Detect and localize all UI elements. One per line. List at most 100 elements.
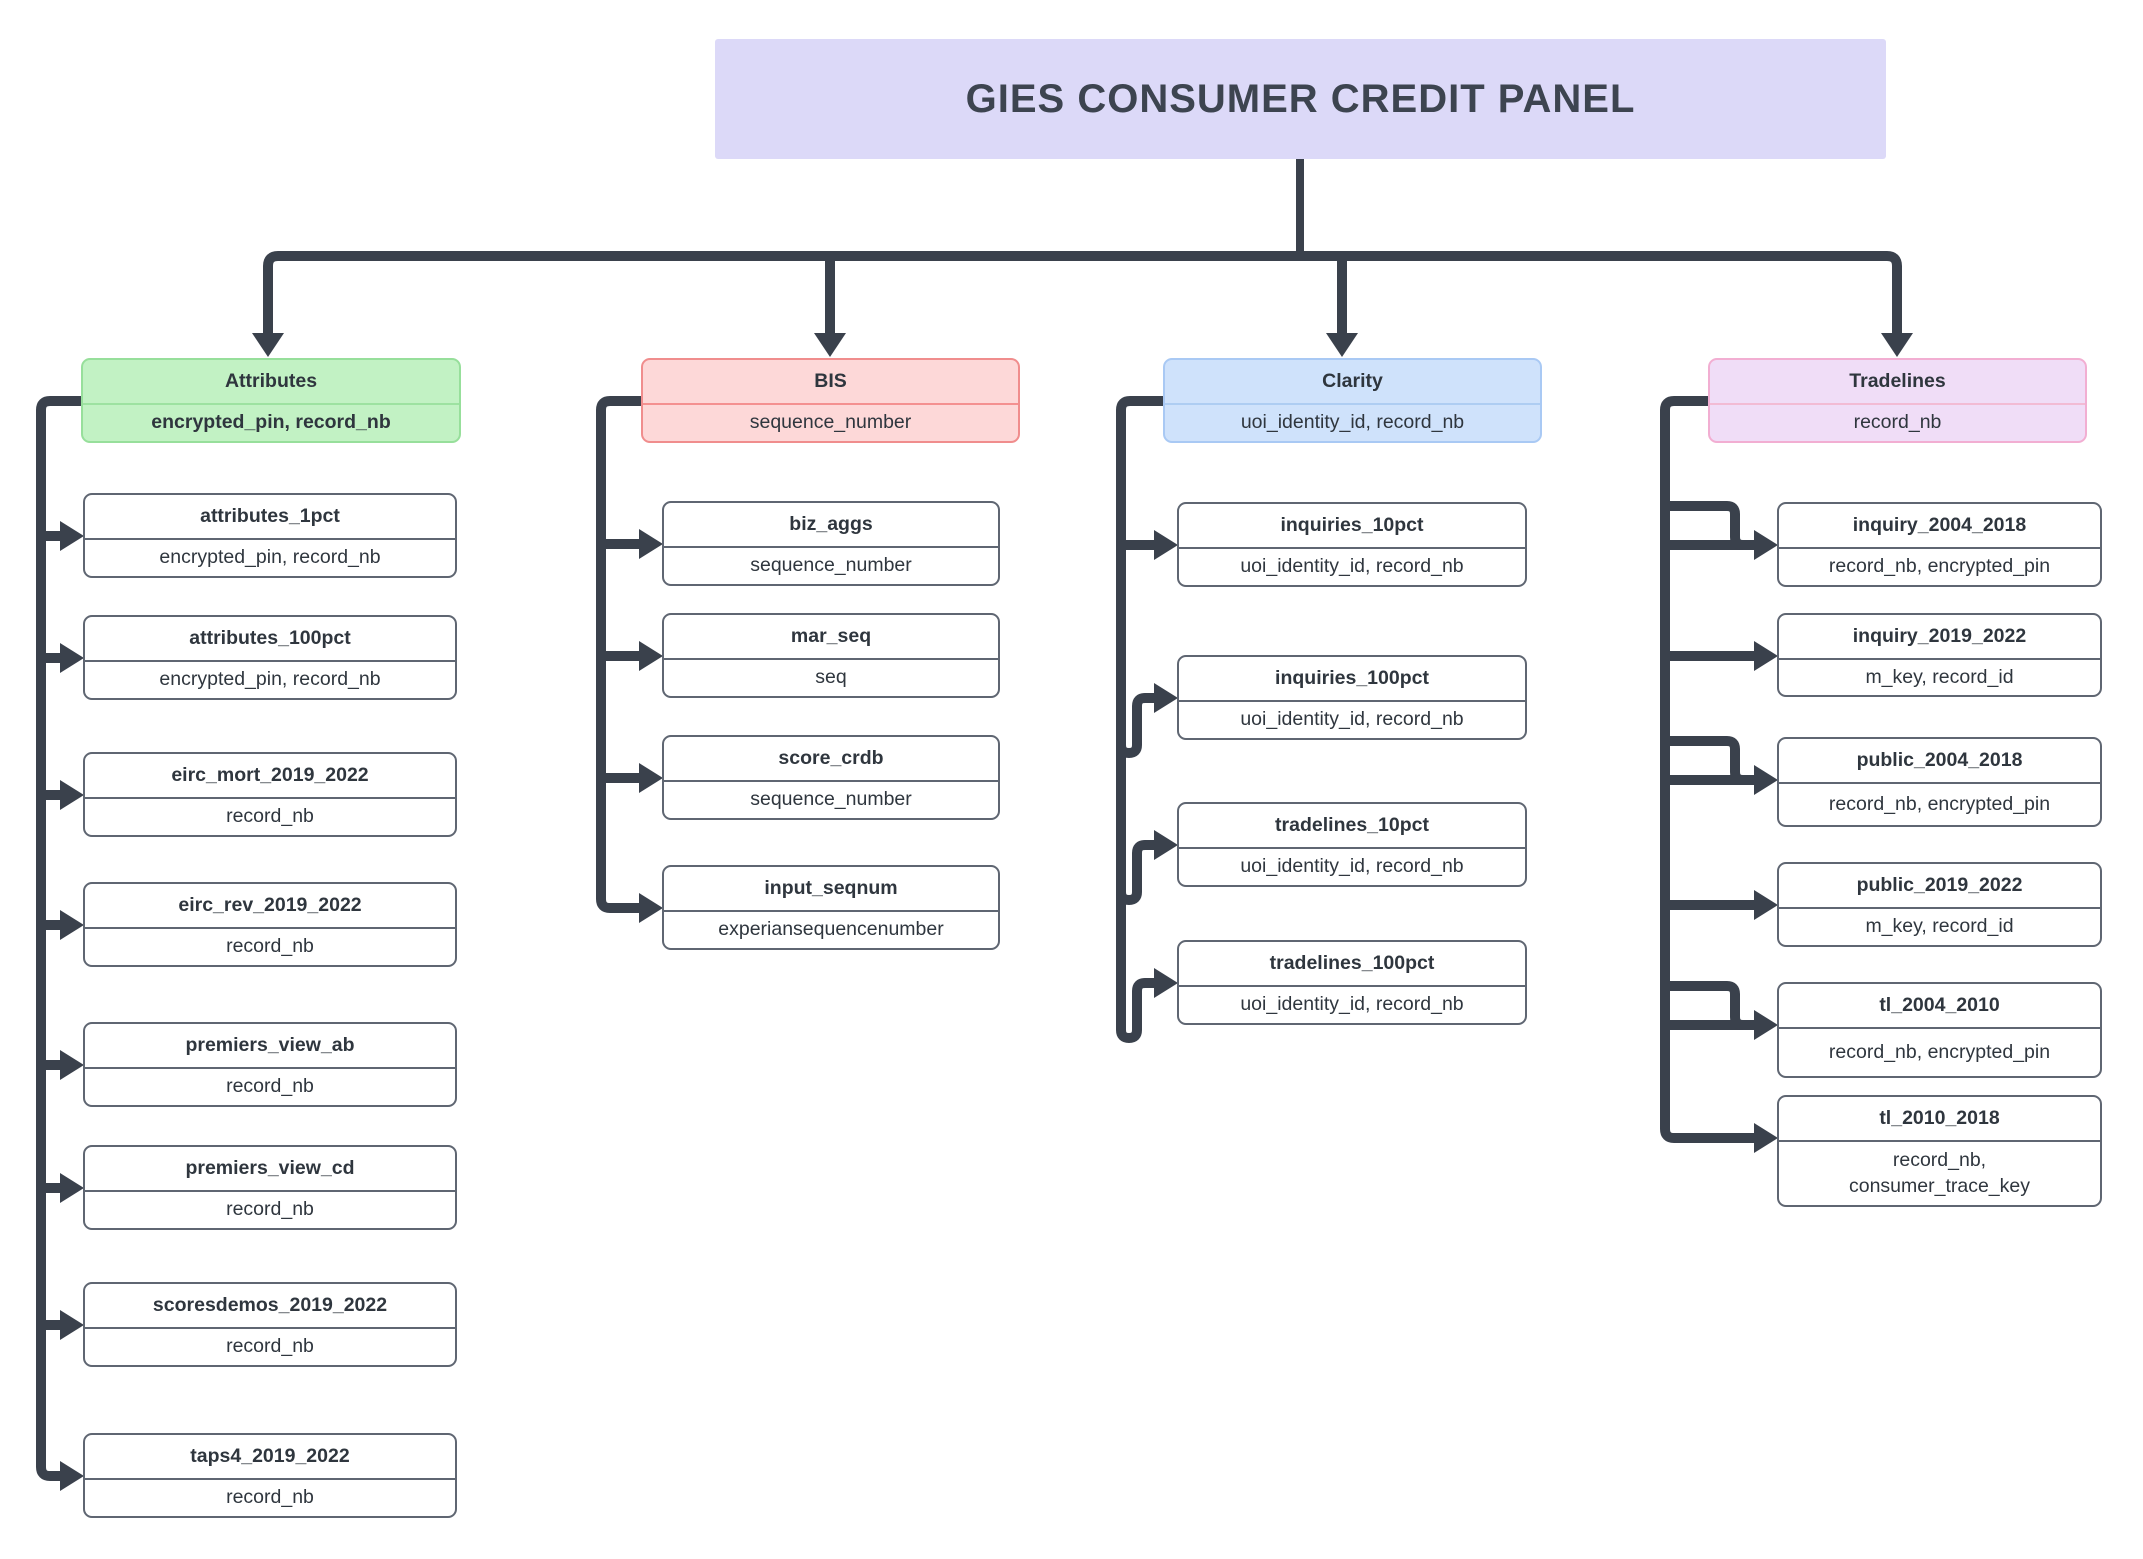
node-title: mar_seq: [790, 625, 872, 647]
node-keys: record_nb, consumer_trace_key: [1779, 1140, 2100, 1205]
node-title: inquiries_100pct: [1275, 667, 1429, 689]
node-keys-text: m_key, record_id: [1865, 915, 2014, 938]
node-title: biz_aggs: [789, 513, 873, 535]
node-biz-aggs: biz_aggs sequence_number: [662, 501, 1000, 586]
node-inquiries-10pct: inquiries_10pct uoi_identity_id, record_n…: [1177, 502, 1527, 587]
node-premiers-view-cd: premiers_view_cd record_nb: [83, 1145, 457, 1230]
node-premiers-view-ab: premiers_view_ab record_nb: [83, 1022, 457, 1107]
node-title: attributes_100pct: [189, 627, 351, 649]
node-keys-text: record_nb: [226, 805, 314, 828]
node-title: eirc_mort_2019_2022: [171, 764, 369, 786]
node-keys-text: encrypted_pin, record_nb: [159, 668, 381, 691]
node-keys: uoi_identity_id, record_nb: [1179, 547, 1525, 585]
node-keys: sequence_number: [664, 546, 998, 584]
node-title: tradelines_10pct: [1275, 814, 1429, 836]
node-keys-text: record_nb, encrypted_pin: [1828, 792, 2051, 815]
node-keys: record_nb: [85, 1067, 455, 1105]
node-public-2004-2018: public_2004_2018 record_nb, encrypted_pin: [1777, 737, 2102, 827]
node-attributes-1pct: attributes_1pct encrypted_pin, record_nb: [83, 493, 457, 578]
node-keys: record_nb: [1710, 403, 2085, 441]
node-title: premiers_view_cd: [185, 1157, 355, 1179]
node-keys: record_nb, encrypted_pin: [1779, 782, 2100, 825]
node-keys: encrypted_pin, record_nb: [85, 660, 455, 698]
diagram-title: GIES CONSUMER CREDIT PANEL: [715, 39, 1886, 159]
node-keys-text: record_nb: [226, 935, 314, 958]
node-keys: m_key, record_id: [1779, 658, 2100, 695]
node-keys-text: record_nb: [226, 1486, 314, 1509]
node-keys: record_nb: [85, 1327, 455, 1365]
node-keys: record_nb, encrypted_pin: [1779, 1027, 2100, 1076]
node-inquiry-2019-2022: inquiry_2019_2022 m_key, record_id: [1777, 613, 2102, 697]
node-keys-text: sequence_number: [750, 554, 912, 577]
node-keys-text: m_key, record_id: [1865, 665, 2014, 688]
node-keys-text: experiansequencenumber: [718, 918, 944, 941]
node-title: Clarity: [1322, 370, 1383, 392]
node-title: input_seqnum: [764, 877, 898, 899]
node-title: inquiry_2019_2022: [1852, 625, 2027, 647]
node-public-2019-2022: public_2019_2022 m_key, record_id: [1777, 862, 2102, 947]
node-keys-text: record_nb, encrypted_pin: [1828, 555, 2051, 578]
node-title: Attributes: [224, 370, 318, 392]
node-title: tradelines_100pct: [1269, 952, 1435, 974]
node-keys-text: uoi_identity_id, record_nb: [1240, 555, 1464, 578]
node-tl-2004-2010: tl_2004_2010 record_nb, encrypted_pin: [1777, 982, 2102, 1078]
node-title: inquiries_10pct: [1280, 514, 1424, 536]
node-keys: record_nb: [85, 927, 455, 965]
category-header-bis: BIS sequence_number: [641, 358, 1020, 443]
node-tradelines-10pct: tradelines_10pct uoi_identity_id, record_…: [1177, 802, 1527, 887]
node-keys-text: uoi_identity_id, record_nb: [1240, 993, 1464, 1016]
node-keys: encrypted_pin, record_nb: [83, 403, 459, 441]
category-header-attributes: Attributes encrypted_pin, record_nb: [81, 358, 461, 443]
node-keys-text: encrypted_pin, record_nb: [159, 546, 381, 569]
node-keys: experiansequencenumber: [664, 910, 998, 948]
node-score-crdb: score_crdb sequence_number: [662, 735, 1000, 820]
node-title: tl_2004_2010: [1879, 994, 2000, 1016]
category-header-tradelines: Tradelines record_nb: [1708, 358, 2087, 443]
node-keys-text: record_nb: [1853, 411, 1942, 434]
node-keys: seq: [664, 658, 998, 696]
node-keys-text: seq: [815, 666, 847, 689]
node-keys-text: record_nb: [226, 1335, 314, 1358]
node-attributes-100pct: attributes_100pct encrypted_pin, record_n…: [83, 615, 457, 700]
node-keys: uoi_identity_id, record_nb: [1179, 985, 1525, 1023]
node-keys: uoi_identity_id, record_nb: [1179, 847, 1525, 885]
node-keys-text: record_nb, consumer_trace_key: [1848, 1149, 2030, 1197]
node-keys-text: uoi_identity_id, record_nb: [1240, 855, 1464, 878]
node-title: eirc_rev_2019_2022: [178, 894, 362, 916]
node-title: public_2019_2022: [1856, 874, 2023, 896]
node-title: score_crdb: [778, 747, 884, 769]
node-keys-text: sequence_number: [750, 788, 912, 811]
node-scoresdemos-2019-2022: scoresdemos_2019_2022 record_nb: [83, 1282, 457, 1367]
node-tl-2010-2018: tl_2010_2018 record_nb, consumer_trace_ke…: [1777, 1095, 2102, 1207]
node-keys-text: record_nb: [226, 1198, 314, 1221]
node-title: BIS: [814, 370, 847, 392]
node-eirc-mort-2019-2022: eirc_mort_2019_2022 record_nb: [83, 752, 457, 837]
node-keys: sequence_number: [664, 780, 998, 818]
node-keys-text: uoi_identity_id, record_nb: [1240, 708, 1464, 731]
node-eirc-rev-2019-2022: eirc_rev_2019_2022 record_nb: [83, 882, 457, 967]
node-title: attributes_1pct: [200, 505, 340, 527]
node-title: inquiry_2004_2018: [1852, 514, 2027, 536]
diagram-title-text: GIES CONSUMER CREDIT PANEL: [965, 76, 1636, 121]
node-keys-text: encrypted_pin, record_nb: [151, 411, 391, 434]
node-keys: encrypted_pin, record_nb: [85, 538, 455, 576]
node-keys: record_nb, encrypted_pin: [1779, 547, 2100, 585]
node-title: premiers_view_ab: [185, 1034, 355, 1056]
node-keys: uoi_identity_id, record_nb: [1179, 700, 1525, 738]
node-keys: record_nb: [85, 1190, 455, 1228]
node-title: Tradelines: [1849, 370, 1946, 392]
node-keys: sequence_number: [643, 403, 1018, 441]
node-tradelines-100pct: tradelines_100pct uoi_identity_id, record…: [1177, 940, 1527, 1025]
node-keys: record_nb: [85, 1478, 455, 1516]
node-title: public_2004_2018: [1856, 749, 2023, 771]
node-title: scoresdemos_2019_2022: [152, 1294, 388, 1316]
node-keys: record_nb: [85, 797, 455, 835]
node-input-seqnum: input_seqnum experiansequencenumber: [662, 865, 1000, 950]
node-title: tl_2010_2018: [1879, 1107, 2000, 1129]
node-inquiries-100pct: inquiries_100pct uoi_identity_id, record_…: [1177, 655, 1527, 740]
node-keys: uoi_identity_id, record_nb: [1165, 403, 1540, 441]
